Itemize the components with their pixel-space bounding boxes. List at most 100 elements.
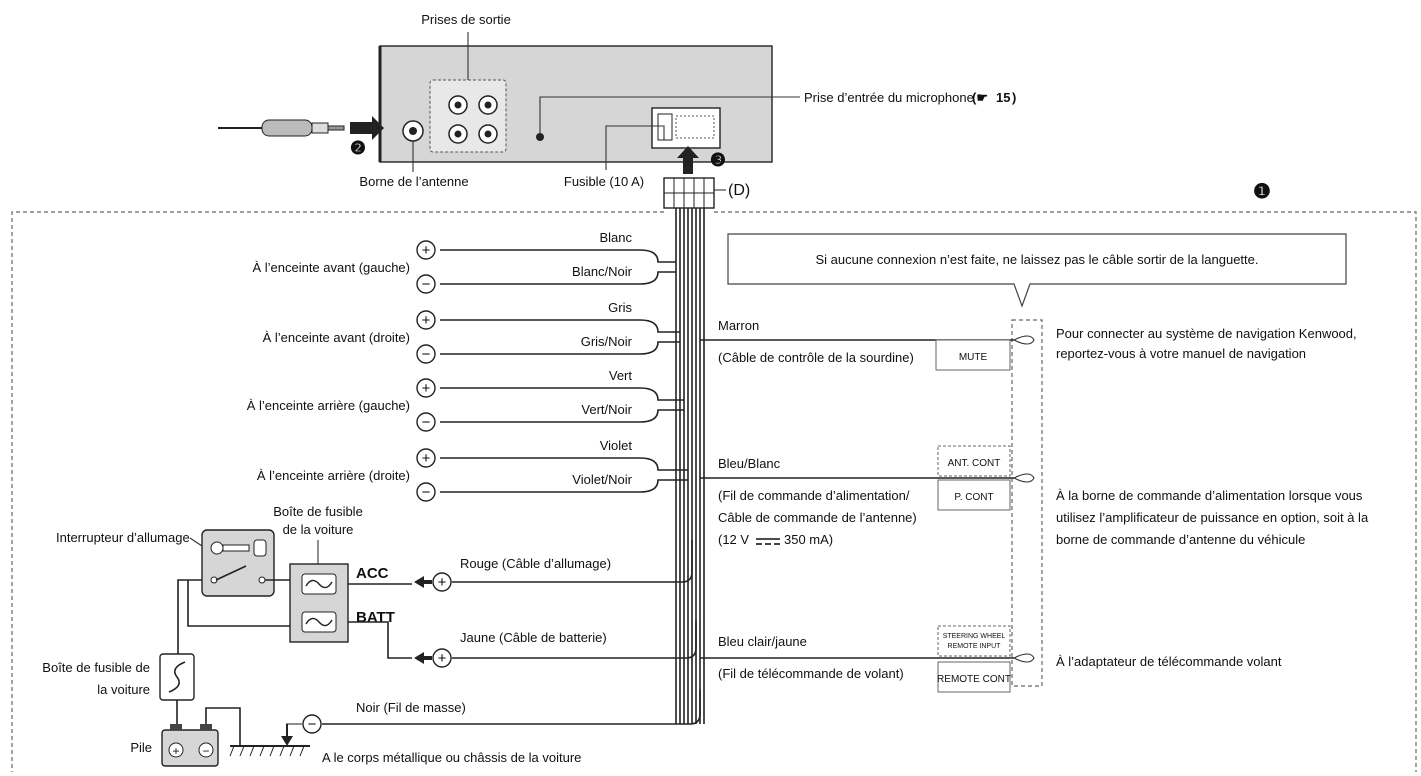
red-wire-label: Rouge (Câble d’allumage) <box>460 556 611 571</box>
speaker-label: À l’enceinte avant (droite) <box>263 330 410 345</box>
ignition-switch <box>201 529 275 597</box>
callout-3: ❸ <box>710 150 726 170</box>
pcont-spec-prefix: (12 V <box>718 532 749 547</box>
mute-wire-color: Marron <box>718 318 759 333</box>
tab-boundary <box>1011 319 1043 687</box>
antenna-terminal <box>402 120 424 142</box>
plus-icon: + <box>422 242 431 259</box>
wiring-connector <box>651 107 721 149</box>
ant-cont-tag: ANT. CONT <box>948 458 1001 469</box>
batt-label: BATT <box>356 609 395 626</box>
battery-plus-icon: + <box>172 744 179 758</box>
minus-icon: − <box>422 484 431 501</box>
antenna-plug <box>218 119 345 137</box>
arrow-2-icon <box>350 116 384 140</box>
speaker-front-left: + − À l’enceinte avant (gauche) Blanc Bl… <box>252 230 676 294</box>
minus-wire-label: Gris/Noir <box>581 334 633 349</box>
steering-tag-line2: REMOTE INPUT <box>948 643 1002 650</box>
output-jacks-label: Prises de sortie <box>421 12 511 27</box>
plus-wire-label: Violet <box>600 438 633 453</box>
plus-icon: + <box>438 574 447 591</box>
steering-target: À l’adaptateur de télécommande volant <box>1056 654 1282 669</box>
connector-d-label: (D) <box>728 182 750 199</box>
battery-minus-icon: − <box>202 744 209 758</box>
mute-tag: MUTE <box>959 352 988 363</box>
minus-wire-label: Violet/Noir <box>572 472 632 487</box>
mute-wire-desc: (Câble de contrôle de la sourdine) <box>718 350 914 365</box>
antenna-terminal-label: Borne de l’antenne <box>359 174 468 189</box>
mic-ref-close: ) <box>1012 90 1016 105</box>
red-wire <box>452 540 693 583</box>
mute-wire: Marron (Câble de contrôle de la sourdine… <box>700 318 1357 371</box>
mute-target-line2: reportez-vous à votre manuel de navigati… <box>1056 346 1306 361</box>
plus-icon: + <box>422 380 431 397</box>
ground-target-label: A le corps métallique ou châssis de la v… <box>322 750 581 765</box>
minus-icon: − <box>308 716 317 733</box>
speaker-label: À l’enceinte arrière (gauche) <box>247 398 410 413</box>
plus-wire-label: Vert <box>609 368 633 383</box>
pcont-desc2: Câble de commande de l’antenne) <box>718 510 917 525</box>
mic-ref-label: 15 <box>996 90 1010 105</box>
steering-wire: Bleu clair/jaune (Fil de télécommande de… <box>700 625 1282 693</box>
left-fuse-box <box>159 653 195 701</box>
pcont-target-line2: utilisez l’amplificateur de puissance en… <box>1056 510 1369 525</box>
plus-icon: + <box>438 650 447 667</box>
ignition-switch-label: Interrupteur d’allumage <box>56 530 190 545</box>
arrow-3-icon <box>677 146 699 174</box>
speaker-front-right: + − À l’enceinte avant (droite) Gris Gri… <box>263 300 680 364</box>
pcont-target-line1: À la borne de commande d’alimentation lo… <box>1056 488 1363 503</box>
car-fuse-box-label-1: Boîte de fusible <box>273 504 363 519</box>
steering-wire-desc: (Fil de télécommande de volant) <box>718 666 904 681</box>
minus-icon: − <box>422 346 431 363</box>
yellow-wire <box>452 620 697 659</box>
battery: + − <box>161 724 219 767</box>
pcont-target-line3: borne de commande d’antenne du véhicule <box>1056 532 1305 547</box>
minus-icon: − <box>422 276 431 293</box>
pcont-wire: Bleu/Blanc (Fil de commande d’alimentati… <box>700 445 1369 547</box>
mute-target-line1: Pour connecter au système de navigation … <box>1056 326 1357 341</box>
speaker-rear-left: + − À l’enceinte arrière (gauche) Vert V… <box>247 368 684 432</box>
plus-wire-label: Blanc <box>599 230 632 245</box>
minus-icon: − <box>422 414 431 431</box>
car-fuse-box-label-2: de la voiture <box>283 522 354 537</box>
mic-input-label: Prise d’entrée du microphone <box>804 90 974 105</box>
car-fuse-box <box>289 563 349 643</box>
arrow-down-icon <box>281 724 293 746</box>
yellow-wire-label: Jaune (Câble de batterie) <box>460 630 607 645</box>
arrow-left-icon <box>414 576 432 588</box>
acc-label: ACC <box>356 565 389 582</box>
battery-label: Pile <box>130 740 152 755</box>
harness-plug <box>663 177 715 209</box>
page-ref-icon: (☛ <box>972 90 988 105</box>
harness-boundary <box>11 211 1417 772</box>
note-callout: Si aucune connexion n’est faite, ne lais… <box>727 233 1347 308</box>
steering-wire-color: Bleu clair/jaune <box>718 634 807 649</box>
steering-tag-line1: STEERING WHEEL <box>943 633 1006 640</box>
speaker-label: À l’enceinte avant (gauche) <box>252 260 410 275</box>
output-jacks <box>429 79 507 153</box>
fuse-label: Fusible (10 A) <box>564 174 644 189</box>
dc-symbol-icon <box>756 538 780 545</box>
minus-wire-label: Blanc/Noir <box>572 264 633 279</box>
note-text: Si aucune connexion n’est faite, ne lais… <box>816 252 1259 267</box>
arrow-left-icon <box>414 652 432 664</box>
ground-symbol <box>229 745 310 757</box>
plus-icon: + <box>422 450 431 467</box>
callout-1: ❶ <box>1253 181 1271 203</box>
minus-wire-label: Vert/Noir <box>581 402 632 417</box>
speaker-rear-right: + − À l’enceinte arrière (droite) Violet… <box>257 438 688 502</box>
p-cont-tag: P. CONT <box>954 492 993 503</box>
left-fuse-box-label-1: Boîte de fusible de <box>42 660 150 675</box>
harness-bundle <box>675 208 705 724</box>
black-wire <box>322 690 701 725</box>
black-wire-label: Noir (Fil de masse) <box>356 700 466 715</box>
pcont-wire-color: Bleu/Blanc <box>718 456 781 471</box>
left-fuse-box-label-2: la voiture <box>97 682 150 697</box>
speaker-label: À l’enceinte arrière (droite) <box>257 468 410 483</box>
callout-2: ❷ <box>350 138 366 158</box>
pcont-desc1: (Fil de commande d’alimentation/ <box>718 488 910 503</box>
plus-wire-label: Gris <box>608 300 632 315</box>
mic-jack <box>536 133 544 141</box>
remote-cont-tag: REMOTE CONT <box>937 674 1011 685</box>
